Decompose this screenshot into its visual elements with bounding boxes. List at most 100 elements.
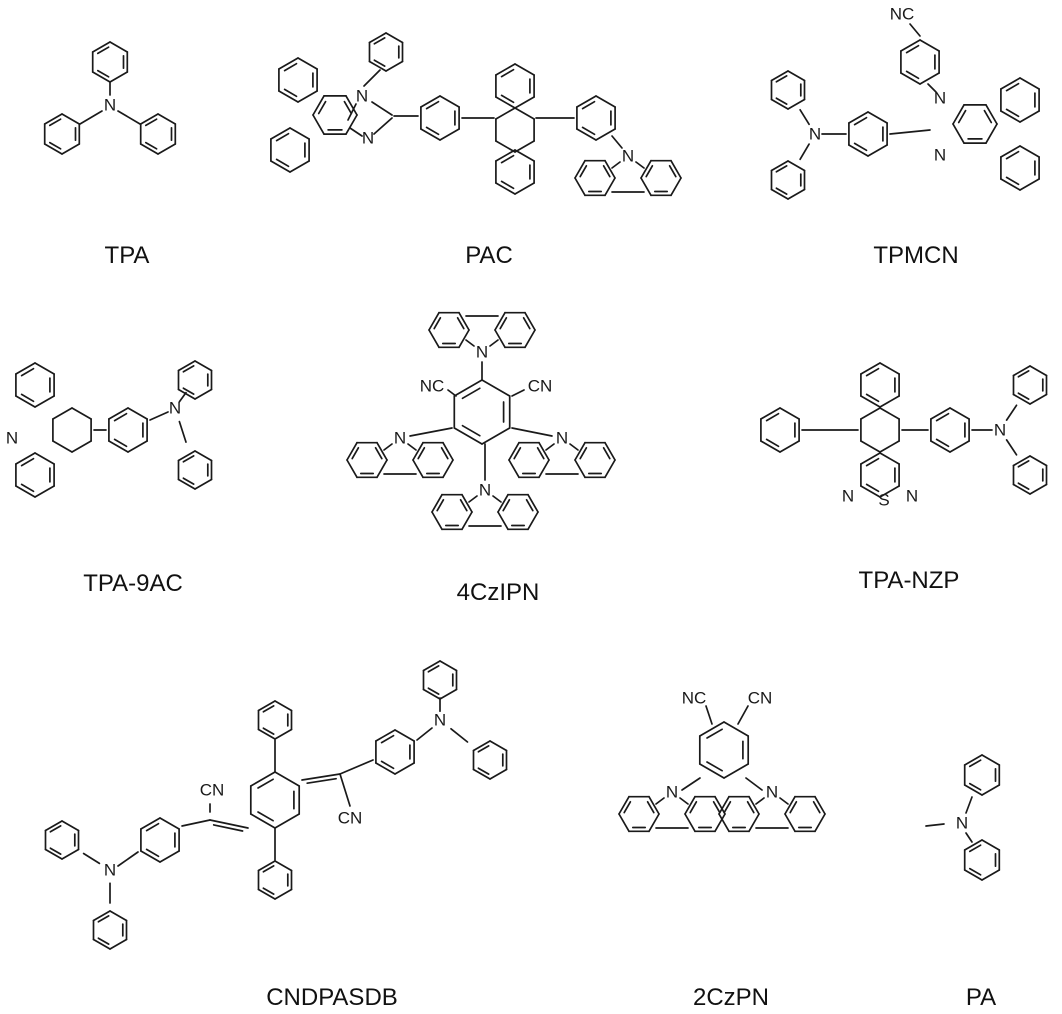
bond [249, 771, 276, 787]
bond [15, 362, 36, 375]
bond [96, 69, 110, 78]
nitrile-label: NC [420, 377, 445, 396]
bond [770, 188, 789, 200]
bond [140, 817, 161, 830]
bond [92, 910, 111, 922]
bond [439, 128, 460, 141]
molecule-label: TPA-NZP [859, 567, 960, 594]
bond [428, 329, 440, 349]
bond [433, 316, 442, 330]
bond [108, 407, 129, 420]
bond [500, 154, 515, 164]
bond [760, 440, 781, 453]
bond [968, 867, 982, 876]
nitrogen-atom: N [956, 814, 968, 833]
bond [574, 177, 586, 197]
molecule-pa: NPA [925, 754, 1001, 1011]
bond [765, 412, 780, 422]
bond [489, 339, 499, 347]
bond [502, 498, 511, 512]
bond [497, 493, 509, 513]
bond [380, 734, 395, 744]
bond [860, 452, 881, 465]
bond [698, 721, 725, 737]
bond [968, 782, 982, 791]
nitrogen-atom: N [766, 783, 778, 802]
bond [679, 797, 689, 805]
bond [1017, 482, 1030, 490]
bond [799, 108, 810, 126]
bond [427, 687, 440, 695]
bond [274, 771, 301, 787]
bond [935, 438, 950, 448]
bond [865, 457, 880, 467]
bond [618, 795, 630, 815]
bond [514, 63, 535, 76]
bond [930, 407, 951, 420]
bond [274, 888, 293, 900]
bond [177, 360, 196, 372]
bond [20, 367, 35, 377]
bond [640, 159, 652, 179]
nitrogen-atom: N [994, 421, 1006, 440]
nitrile-label: NC [682, 689, 707, 708]
bond [453, 427, 483, 445]
bond [61, 113, 81, 125]
bond [814, 813, 826, 833]
bond [289, 160, 310, 173]
bond [495, 140, 516, 153]
bond [779, 440, 800, 453]
bond [425, 100, 440, 110]
bond [581, 100, 596, 110]
bond [373, 117, 393, 135]
bond [182, 477, 195, 485]
bond [492, 495, 502, 503]
bond [789, 800, 798, 814]
bond [461, 511, 473, 531]
bond [385, 32, 404, 44]
bond [860, 440, 881, 453]
bond [927, 83, 937, 93]
bond [879, 485, 900, 498]
bond [1005, 150, 1020, 160]
bond [799, 143, 810, 161]
bond [274, 728, 293, 740]
bond [461, 387, 481, 400]
bond [274, 700, 293, 712]
bond [860, 407, 881, 420]
bond [522, 316, 531, 330]
bond [611, 161, 621, 169]
nitrogen-atom: N [809, 125, 821, 144]
bond [108, 440, 129, 453]
bond [257, 860, 276, 872]
bond [495, 63, 516, 76]
bond [981, 839, 1001, 851]
bond [461, 493, 473, 513]
bond [145, 822, 160, 832]
bond [145, 848, 160, 858]
bond [714, 813, 726, 833]
bond [514, 140, 535, 153]
bond [618, 813, 630, 833]
bond [779, 797, 789, 805]
bond [262, 705, 275, 713]
bond [481, 379, 511, 397]
bond [394, 729, 415, 742]
bond [770, 70, 789, 82]
bond [97, 915, 110, 923]
bond [879, 440, 900, 453]
bond [981, 784, 1001, 796]
bond [860, 362, 881, 375]
bond [1005, 404, 1018, 421]
bond [712, 800, 721, 814]
bond [746, 800, 755, 814]
bond [92, 938, 111, 950]
bond [779, 407, 800, 420]
bond [1000, 145, 1021, 158]
bond [385, 60, 404, 72]
bond [34, 362, 55, 375]
bond [648, 813, 660, 833]
bond [879, 362, 900, 375]
bond [20, 393, 35, 403]
bond [952, 123, 965, 144]
